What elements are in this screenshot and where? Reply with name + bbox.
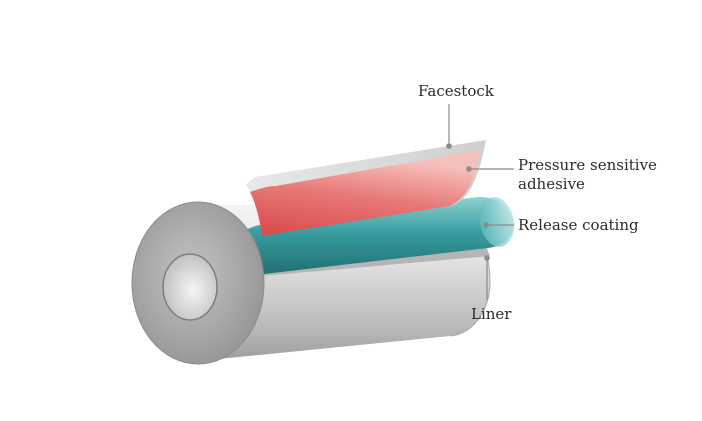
release-coating-layer [236,196,515,274]
adhesive-leader-dot [466,166,472,172]
label-liner: Liner [471,305,512,323]
label-facestock: Facestock [418,82,494,100]
leader-lines [446,104,514,300]
core-hole [162,253,218,321]
liner-leader-dot [484,255,490,261]
label-psa-line1: Pressure sensitive [518,156,657,174]
label-pressure-sensitive-adhesive: Pressure sensitive adhesive [518,156,657,194]
facestock-leader-dot [446,143,452,149]
label-release-coating: Release coating [518,216,639,234]
release-coating-leader-dot [483,222,489,228]
adhesive-layer [250,150,480,236]
label-psa-line2: adhesive [518,175,585,193]
